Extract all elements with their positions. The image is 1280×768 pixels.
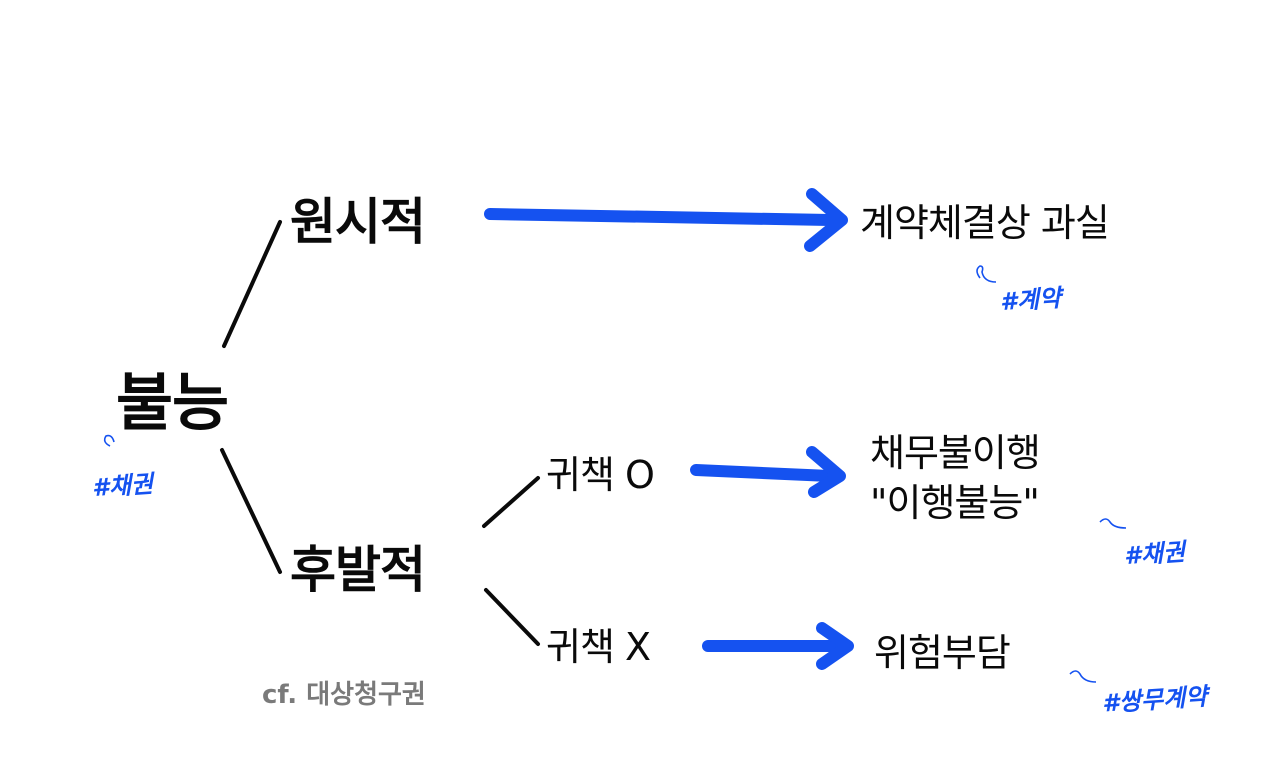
tag-nonperformance: #채권: [1123, 537, 1186, 571]
branch-root-to-original: [222, 220, 282, 348]
tag-culpa: #계약: [999, 283, 1062, 317]
node-impossibility: 불능: [116, 366, 229, 439]
flourish-culpa-tag: [976, 265, 997, 283]
node-fault-no: 귀책 X: [546, 625, 651, 669]
node-culpa-in-contrahendo: 계약체결상 과실: [860, 201, 1110, 245]
branch-subsequent-to-fault-no: [484, 588, 540, 646]
tag-root: #채권: [91, 469, 154, 503]
flourish-nonperf-tag: [1099, 518, 1127, 529]
node-nonperformance-line2: "이행불능": [870, 481, 1040, 525]
arrow-original-to-culpa: [484, 188, 848, 252]
node-nonperformance-line1: 채무불이행: [870, 431, 1041, 475]
arrow-fault-yes-to-nonperformance: [690, 446, 846, 498]
tag-risk: #쌍무계약: [1101, 682, 1209, 718]
node-original: 원시적: [290, 193, 426, 251]
cf-note: cf. 대상청구권: [262, 680, 426, 710]
node-fault-yes: 귀책 O: [546, 453, 655, 497]
branch-root-to-subsequent: [220, 448, 282, 574]
node-subsequent: 후발적: [290, 541, 426, 599]
flourish-risk-tag: [1069, 670, 1097, 683]
arrow-fault-no-to-risk: [702, 622, 854, 670]
node-nonperformance: 채무불이행 "이행불능": [870, 428, 1041, 528]
flourish-root-tag: [103, 434, 115, 447]
node-risk-bearing: 위험부담: [874, 631, 1011, 675]
branch-subsequent-to-fault-yes: [482, 476, 540, 528]
